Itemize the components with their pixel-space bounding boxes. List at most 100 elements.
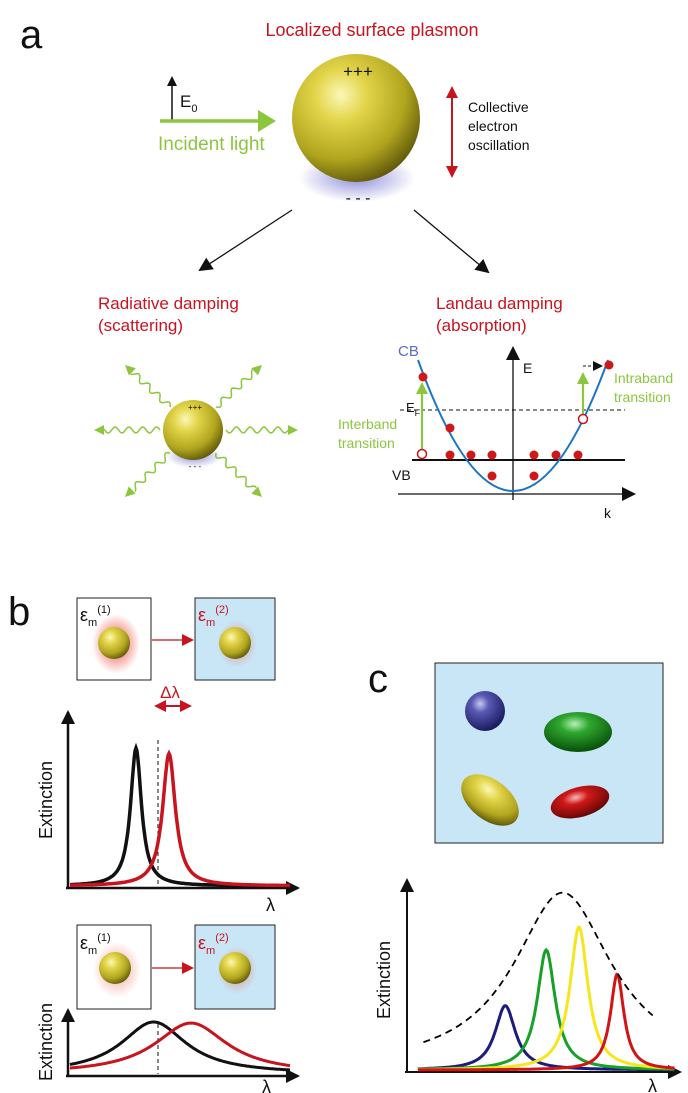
scattered-wave-arrowhead bbox=[125, 365, 136, 376]
chart3-curves bbox=[417, 891, 675, 1072]
landau-subtitle: (absorption) bbox=[436, 316, 527, 335]
electron bbox=[551, 450, 561, 460]
medium1-sphere-top bbox=[98, 627, 130, 659]
medium1-sphere-bottom bbox=[99, 952, 131, 984]
eps-superscript: (1) bbox=[97, 604, 110, 616]
eps-symbol: ε bbox=[80, 933, 88, 953]
chart1-y-label: Extinction bbox=[36, 761, 56, 839]
electron bbox=[529, 450, 539, 460]
scattered-wave bbox=[215, 452, 257, 489]
scattered-wave-arrowhead bbox=[94, 425, 104, 435]
panel-c: c Extinction λ bbox=[368, 657, 682, 1093]
panel-b: b εm(1) εm(2) Δλ Extinction λ εm(1) εm(2… bbox=[8, 590, 300, 1093]
radiative-title: Radiative damping bbox=[98, 294, 239, 313]
radiative-subtitle: (scattering) bbox=[98, 316, 183, 335]
svg-text:εm(2): εm(2) bbox=[198, 932, 229, 957]
field-label: E bbox=[180, 92, 191, 111]
svg-text:Collective electron: Collective electron oscillation bbox=[468, 99, 533, 153]
eps-symbol: ε bbox=[80, 605, 88, 625]
blue-sphere bbox=[465, 691, 505, 731]
scattered-wave bbox=[134, 451, 171, 492]
scattered-light-waves bbox=[94, 365, 298, 497]
electron bbox=[487, 471, 497, 481]
svg-text:Landau damping (absorpti: Landau damping (absorption) bbox=[436, 294, 567, 335]
electron-dots bbox=[418, 360, 614, 481]
small-gold-sphere bbox=[163, 400, 223, 460]
scattered-wave-arrowhead bbox=[125, 486, 136, 497]
electron bbox=[487, 450, 497, 460]
green-spheroid bbox=[544, 712, 612, 752]
svg-text:εm(2): εm(2) bbox=[198, 604, 229, 629]
panel-a: a Localized surface plasmon E0 Incident … bbox=[20, 13, 677, 521]
electron bbox=[445, 423, 455, 433]
small-sphere-minus: - - - bbox=[189, 462, 202, 471]
scattered-wave-arrowhead bbox=[251, 365, 262, 376]
vb-label: VB bbox=[392, 467, 411, 483]
electron bbox=[418, 372, 428, 382]
shapes-box bbox=[434, 662, 664, 844]
svg-text:E0: E0 bbox=[180, 92, 197, 115]
svg-text:Radiative damping (scatt: Radiative damping (scattering) bbox=[98, 294, 244, 335]
eps-superscript: (1) bbox=[97, 932, 110, 944]
landau-title: Landau damping bbox=[436, 294, 563, 313]
sphere-curve bbox=[417, 1004, 675, 1072]
eps-subscript: m bbox=[88, 945, 97, 957]
electron bbox=[573, 450, 583, 460]
svg-text:EF: EF bbox=[406, 400, 421, 418]
hole-intraband bbox=[577, 413, 589, 425]
scattered-wave bbox=[103, 426, 161, 434]
interband-line1: Interband bbox=[338, 416, 397, 432]
medium1-broad-curve bbox=[69, 1020, 291, 1072]
electron bbox=[529, 471, 539, 481]
scattered-wave bbox=[215, 369, 254, 409]
fermi-label: E bbox=[406, 400, 415, 415]
intraband-line1: Intraband bbox=[614, 370, 673, 386]
oscillation-line2: electron bbox=[468, 118, 518, 134]
sphere-plus-charges: +++ bbox=[343, 62, 373, 81]
eps-subscript: m bbox=[206, 945, 215, 957]
incident-arrowhead bbox=[258, 110, 276, 132]
interband-line2: transition bbox=[338, 435, 395, 451]
panel-a-title: Localized surface plasmon bbox=[265, 20, 478, 40]
panel-c-letter: c bbox=[368, 657, 388, 701]
green-spheroid-curve bbox=[417, 947, 675, 1071]
large-gold-sphere bbox=[292, 54, 420, 182]
eps-subscript: m bbox=[206, 617, 215, 629]
sphere-minus-charges: - - - bbox=[346, 190, 371, 207]
eps-superscript: (2) bbox=[215, 932, 228, 944]
scattered-wave-arrowhead bbox=[251, 486, 262, 497]
fermi-subscript: F bbox=[415, 408, 421, 418]
intraband-line2: transition bbox=[614, 389, 671, 405]
oscillation-line1: Collective bbox=[468, 99, 529, 115]
chart2-curves bbox=[69, 1020, 291, 1072]
electron bbox=[604, 360, 614, 370]
ensemble-envelope-curve bbox=[423, 891, 654, 1044]
gold-spheroid bbox=[461, 774, 519, 826]
medium2-extinction-curve bbox=[70, 749, 290, 888]
chart1-curves bbox=[70, 742, 290, 888]
svg-text:εm(1): εm(1) bbox=[80, 932, 111, 957]
hole-interband bbox=[416, 448, 428, 460]
eps-symbol: ε bbox=[198, 933, 206, 953]
arrow-to-landau bbox=[413, 209, 490, 274]
scattering-diagram: +++ - - - bbox=[94, 365, 298, 497]
eps-subscript: m bbox=[88, 617, 97, 629]
medium1-extinction-curve bbox=[70, 742, 290, 888]
chart2-x-label: λ bbox=[262, 1077, 271, 1093]
small-sphere-plus: +++ bbox=[188, 403, 202, 412]
medium2-sphere-bottom bbox=[219, 952, 251, 984]
scattered-wave bbox=[130, 372, 171, 408]
band-diagram: E k CB VB EF Interband transition Intrab… bbox=[338, 343, 677, 521]
medium2-broad-curve bbox=[70, 1021, 291, 1070]
field-subscript: 0 bbox=[191, 103, 197, 115]
scattered-wave-arrowhead bbox=[288, 425, 298, 435]
eps-superscript: (2) bbox=[215, 604, 228, 616]
chart2-y-label: Extinction bbox=[36, 1003, 56, 1081]
arrow-to-radiative bbox=[198, 209, 293, 272]
electron bbox=[466, 450, 476, 460]
svg-text:Interband transition: Interband transition bbox=[338, 416, 401, 451]
svg-text:Intraband transition: Intraband transition bbox=[614, 370, 677, 405]
panel-a-letter: a bbox=[20, 13, 43, 57]
chart3-y-label: Extinction bbox=[374, 941, 394, 1019]
